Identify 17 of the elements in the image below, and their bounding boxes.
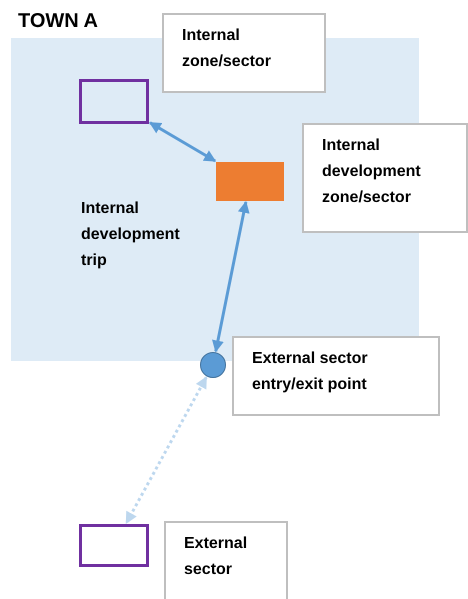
entry-point-circle [200, 352, 226, 378]
label-box [232, 336, 440, 416]
label-box [162, 13, 326, 93]
double-arrow [125, 376, 208, 524]
label-text: Internal development zone/sector [322, 136, 422, 208]
zone-box [79, 524, 149, 567]
development-box [216, 162, 284, 201]
label-text: External sector entry/exit point [252, 349, 369, 395]
label-text: Internal zone/sector [182, 26, 272, 72]
area-title: TOWN A [18, 9, 98, 34]
trip-label: Internal development trip [81, 199, 181, 271]
label-box [164, 521, 288, 599]
double-arrow [148, 121, 216, 162]
double-arrow [212, 200, 250, 352]
label-text: External sector [184, 534, 248, 580]
zone-box [79, 79, 149, 124]
label-box [302, 123, 468, 233]
